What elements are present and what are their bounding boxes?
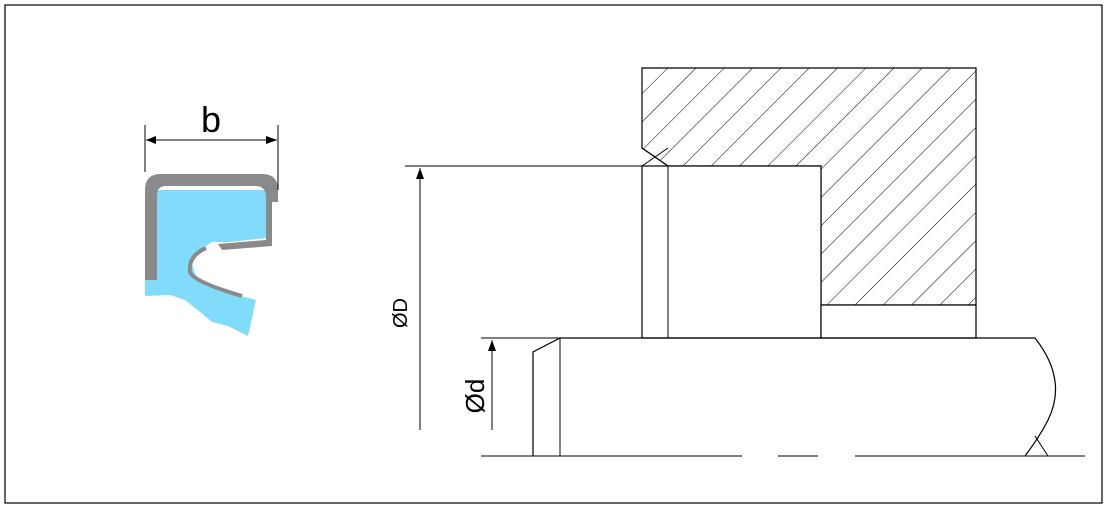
housing-chamfer-2 — [641, 147, 669, 167]
od-label: ØD — [390, 298, 412, 328]
seal-lip-inner — [195, 255, 201, 275]
installation-view: ØD Ød — [390, 67, 1085, 457]
housing-step — [820, 304, 977, 339]
seal-cross-section: b — [144, 99, 279, 336]
seal-lip-spring — [187, 246, 243, 298]
shaft-outline — [532, 337, 1057, 457]
rubber-body — [145, 190, 266, 336]
drawing-frame — [4, 4, 1103, 504]
shaft-break-line — [1034, 435, 1049, 457]
b-label: b — [201, 99, 221, 140]
seal-in-bore — [641, 165, 822, 339]
d-label: Ød — [460, 379, 490, 414]
metal-case — [145, 174, 278, 280]
